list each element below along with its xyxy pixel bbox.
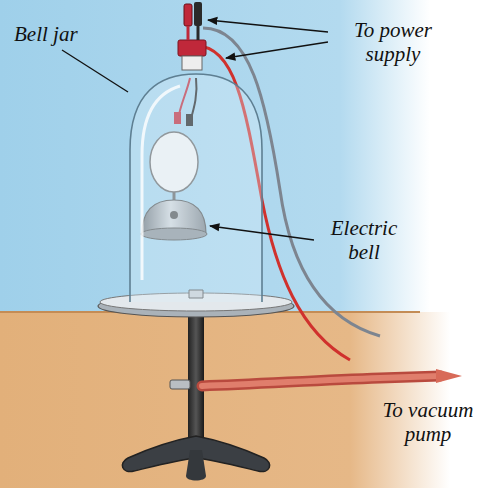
valve [170, 380, 190, 389]
part-label: To vacuum pump [370, 398, 486, 446]
hose-end [436, 369, 462, 383]
leader-arrow [226, 42, 328, 58]
leader-arrow [208, 20, 328, 32]
part-label: Bell jar [14, 22, 114, 46]
plug-lead [187, 26, 190, 40]
red-plug [184, 4, 192, 26]
glass-highlight [142, 86, 180, 280]
plug-lead [197, 26, 200, 40]
part-label: To power supply [334, 18, 452, 66]
stand-post [188, 308, 204, 446]
tripod-leg [186, 450, 206, 481]
black-plug [194, 2, 202, 26]
leader-line [62, 50, 128, 92]
stopper [178, 40, 206, 56]
stopper-neck [182, 56, 202, 70]
wall [0, 0, 500, 312]
leader-arrow [210, 226, 314, 240]
vacuum-hose-highlight [202, 376, 440, 386]
table [0, 312, 500, 488]
vacuum-hose [202, 376, 440, 386]
part-label: Electric bell [318, 216, 410, 264]
bell-jar [130, 74, 262, 302]
